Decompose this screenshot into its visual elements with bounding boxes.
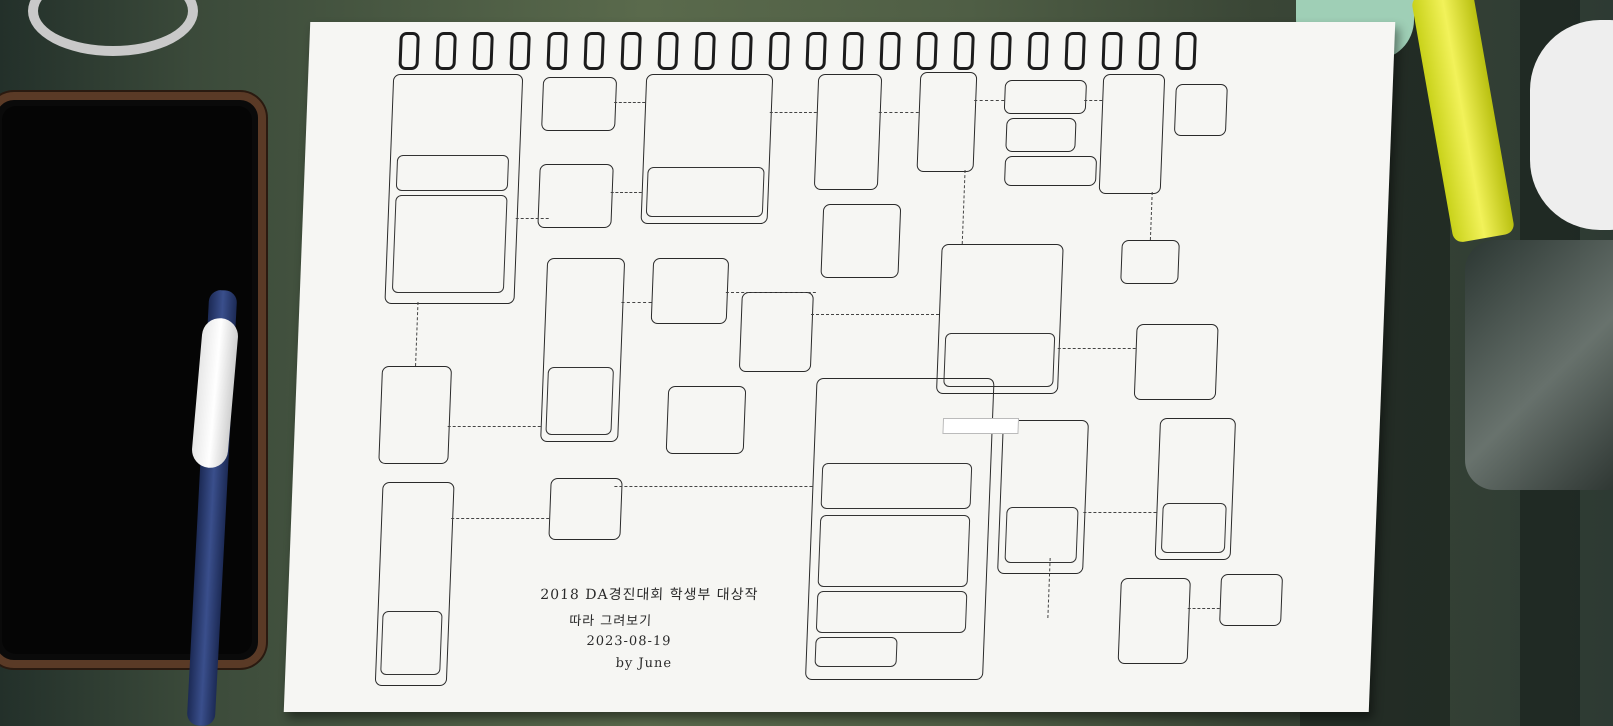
spiral-ring — [990, 32, 1011, 70]
entity-subgroup — [380, 611, 442, 675]
entity-box — [1118, 578, 1191, 664]
spiral-ring — [1138, 32, 1159, 70]
relation-line — [516, 218, 549, 219]
relation-line — [962, 170, 966, 244]
spiral-ring — [435, 32, 456, 70]
entity-subgroup — [814, 637, 897, 667]
entity-box — [997, 420, 1089, 574]
spiral-ring — [509, 32, 530, 70]
relation-line — [811, 314, 939, 315]
glass-bottle — [1465, 240, 1613, 490]
relation-line — [451, 518, 549, 519]
entity-box — [537, 164, 613, 228]
spiral-ring — [953, 32, 974, 70]
spiral-ring — [583, 32, 604, 70]
entity-box — [540, 258, 625, 442]
spiral-ring — [1101, 32, 1122, 70]
entity-subgroup — [392, 195, 508, 293]
relation-line — [770, 112, 817, 113]
entity-subgroup — [646, 167, 765, 217]
sketchbook-page: 2018 DA경진대회 학생부 대상작 따라 그려보기 2023-08-19 b… — [284, 22, 1396, 712]
relation-line — [1188, 608, 1220, 609]
entity-box — [936, 244, 1064, 394]
entity-subgroup — [821, 463, 973, 509]
spiral-ring — [694, 32, 715, 70]
relation-line — [611, 192, 642, 193]
entity-box — [1120, 240, 1180, 284]
relation-line — [1150, 192, 1153, 240]
metal-ring — [28, 0, 198, 56]
entity-subgroup — [818, 515, 971, 587]
entity-subgroup — [1161, 503, 1227, 553]
spiral-ring — [731, 32, 752, 70]
entity-box — [1005, 118, 1076, 152]
relation-line — [1058, 348, 1136, 349]
entity-box — [375, 482, 455, 686]
caption-subtitle: 따라 그려보기 — [569, 610, 653, 629]
white-container — [1530, 20, 1613, 230]
entity-box — [651, 258, 730, 324]
spiral-ring — [842, 32, 863, 70]
entity-subgroup — [816, 591, 968, 633]
spiral-ring — [1027, 32, 1048, 70]
relation-line — [726, 292, 816, 293]
caption-title: 2018 DA경진대회 학생부 대상작 — [540, 584, 759, 604]
entity-box — [1155, 418, 1236, 560]
spiral-ring — [879, 32, 900, 70]
caption-date: 2023-08-19 — [586, 634, 672, 649]
relation-line — [448, 426, 541, 427]
entity-box — [548, 478, 622, 540]
relation-line — [1083, 512, 1156, 513]
entity-box — [1174, 84, 1228, 136]
white-correction-tape — [942, 418, 1019, 434]
entity-subgroup — [545, 367, 614, 435]
entity-subgroup — [396, 155, 509, 191]
spiral-ring — [657, 32, 678, 70]
entity-box — [1134, 324, 1219, 400]
spiral-ring — [472, 32, 493, 70]
entity-box — [666, 386, 747, 454]
relation-line — [1084, 100, 1102, 101]
entity-box — [384, 74, 523, 304]
entity-box — [1004, 156, 1097, 186]
entity-box — [541, 77, 617, 131]
relation-line — [974, 100, 1004, 101]
caption-author: by June — [615, 656, 672, 671]
entity-box — [820, 204, 901, 278]
relation-line — [415, 302, 418, 366]
spiral-ring — [398, 32, 419, 70]
entity-subgroup — [1004, 507, 1078, 563]
relation-line — [621, 302, 651, 303]
entity-box — [378, 366, 452, 464]
entity-box — [739, 292, 814, 372]
entity-box — [814, 74, 882, 190]
entity-box — [1004, 80, 1087, 114]
entity-box — [1219, 574, 1283, 626]
relation-line — [614, 102, 645, 103]
spiral-ring — [546, 32, 567, 70]
relation-line — [879, 112, 919, 113]
spiral-ring — [768, 32, 789, 70]
entity-box — [640, 74, 773, 224]
spiral-ring — [620, 32, 641, 70]
relation-line — [614, 486, 812, 487]
spiral-ring — [1175, 32, 1196, 70]
entity-box — [916, 72, 977, 172]
spiral-ring — [805, 32, 826, 70]
spiral-ring — [916, 32, 937, 70]
entity-box — [1099, 74, 1166, 194]
spiral-ring — [1064, 32, 1085, 70]
